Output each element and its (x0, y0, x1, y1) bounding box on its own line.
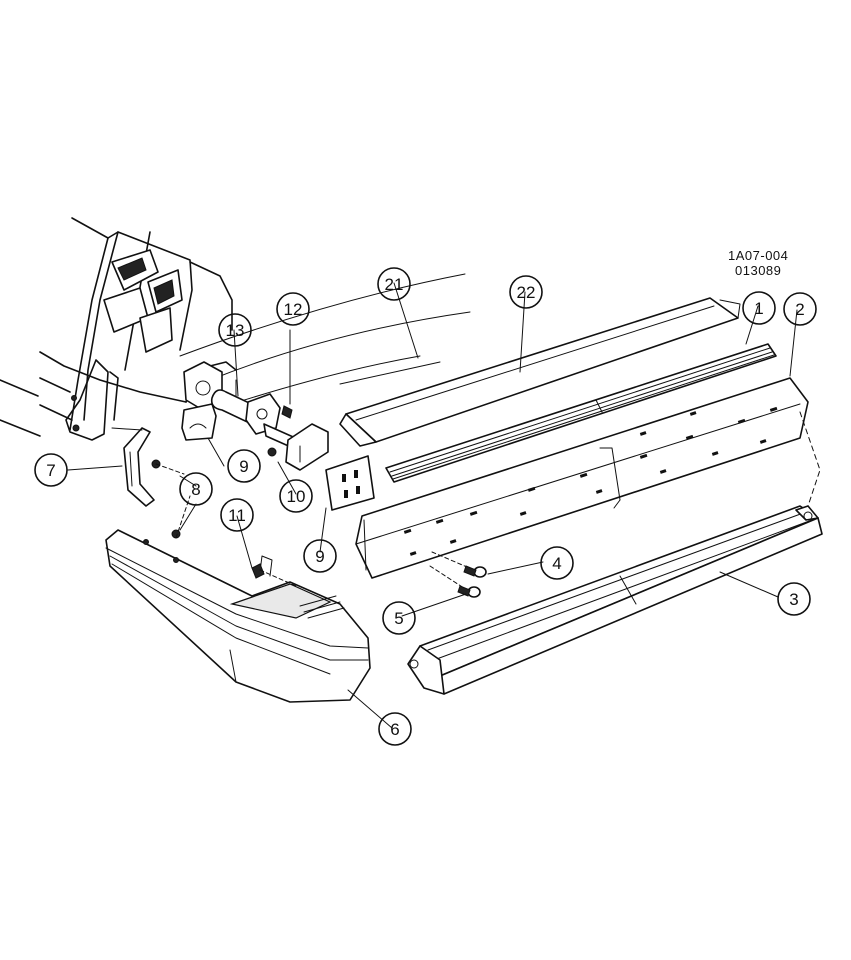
bumper-end-cap-part-6 (105, 495, 371, 703)
callout-12: 12 (276, 292, 310, 326)
bumper-face-bar-part-2 (355, 377, 821, 579)
callout-4: 4 (540, 546, 574, 580)
svg-text:3: 3 (789, 590, 798, 609)
svg-text:9: 9 (239, 457, 248, 476)
bolts-parts-4-5 (429, 551, 487, 598)
callout-9-right: 9 (303, 539, 337, 573)
svg-text:12: 12 (284, 300, 303, 319)
svg-text:21: 21 (385, 275, 404, 294)
svg-text:22: 22 (517, 283, 536, 302)
svg-text:9: 9 (315, 547, 324, 566)
callout-9-left: 9 (227, 449, 261, 483)
callout-21: 21 (377, 267, 411, 301)
energy-absorber-assembly (181, 361, 329, 471)
callout-3: 3 (777, 582, 811, 616)
svg-text:6: 6 (390, 720, 399, 739)
svg-text:8: 8 (191, 480, 200, 499)
callout-6: 6 (378, 712, 412, 746)
bumper-filler-part-22 (339, 297, 741, 447)
svg-text:11: 11 (228, 506, 246, 525)
callout-7: 7 (34, 453, 68, 487)
callout-5: 5 (382, 601, 416, 635)
svg-text:10: 10 (287, 487, 306, 506)
callout-22: 22 (509, 275, 543, 309)
callout-2: 2 (783, 292, 817, 326)
callout-1: 1 (742, 291, 776, 325)
svg-text:4: 4 (552, 554, 561, 573)
reference-code-line-1: 1A07-004 (728, 248, 789, 263)
svg-text:1: 1 (754, 299, 763, 318)
body-sweep-lines (179, 273, 471, 417)
svg-text:7: 7 (46, 461, 55, 480)
reference-code-line-2: 013089 (735, 263, 782, 278)
impact-strip-part-1 (385, 343, 777, 483)
callout-13: 13 (218, 313, 252, 347)
drawing-reference-code: 1A07-004 013089 (728, 248, 788, 278)
mounting-plate-part-9 (325, 455, 375, 511)
svg-text:2: 2 (795, 300, 804, 319)
leader-lines (67, 282, 798, 729)
callout-8: 8 (179, 472, 213, 506)
bumper-reinforcement-part-3 (407, 505, 823, 695)
svg-text:13: 13 (226, 321, 245, 340)
callout-10: 10 (279, 479, 313, 513)
bracket-part-7 (111, 427, 185, 507)
callout-11: 11 (220, 498, 254, 532)
svg-text:5: 5 (394, 609, 403, 628)
